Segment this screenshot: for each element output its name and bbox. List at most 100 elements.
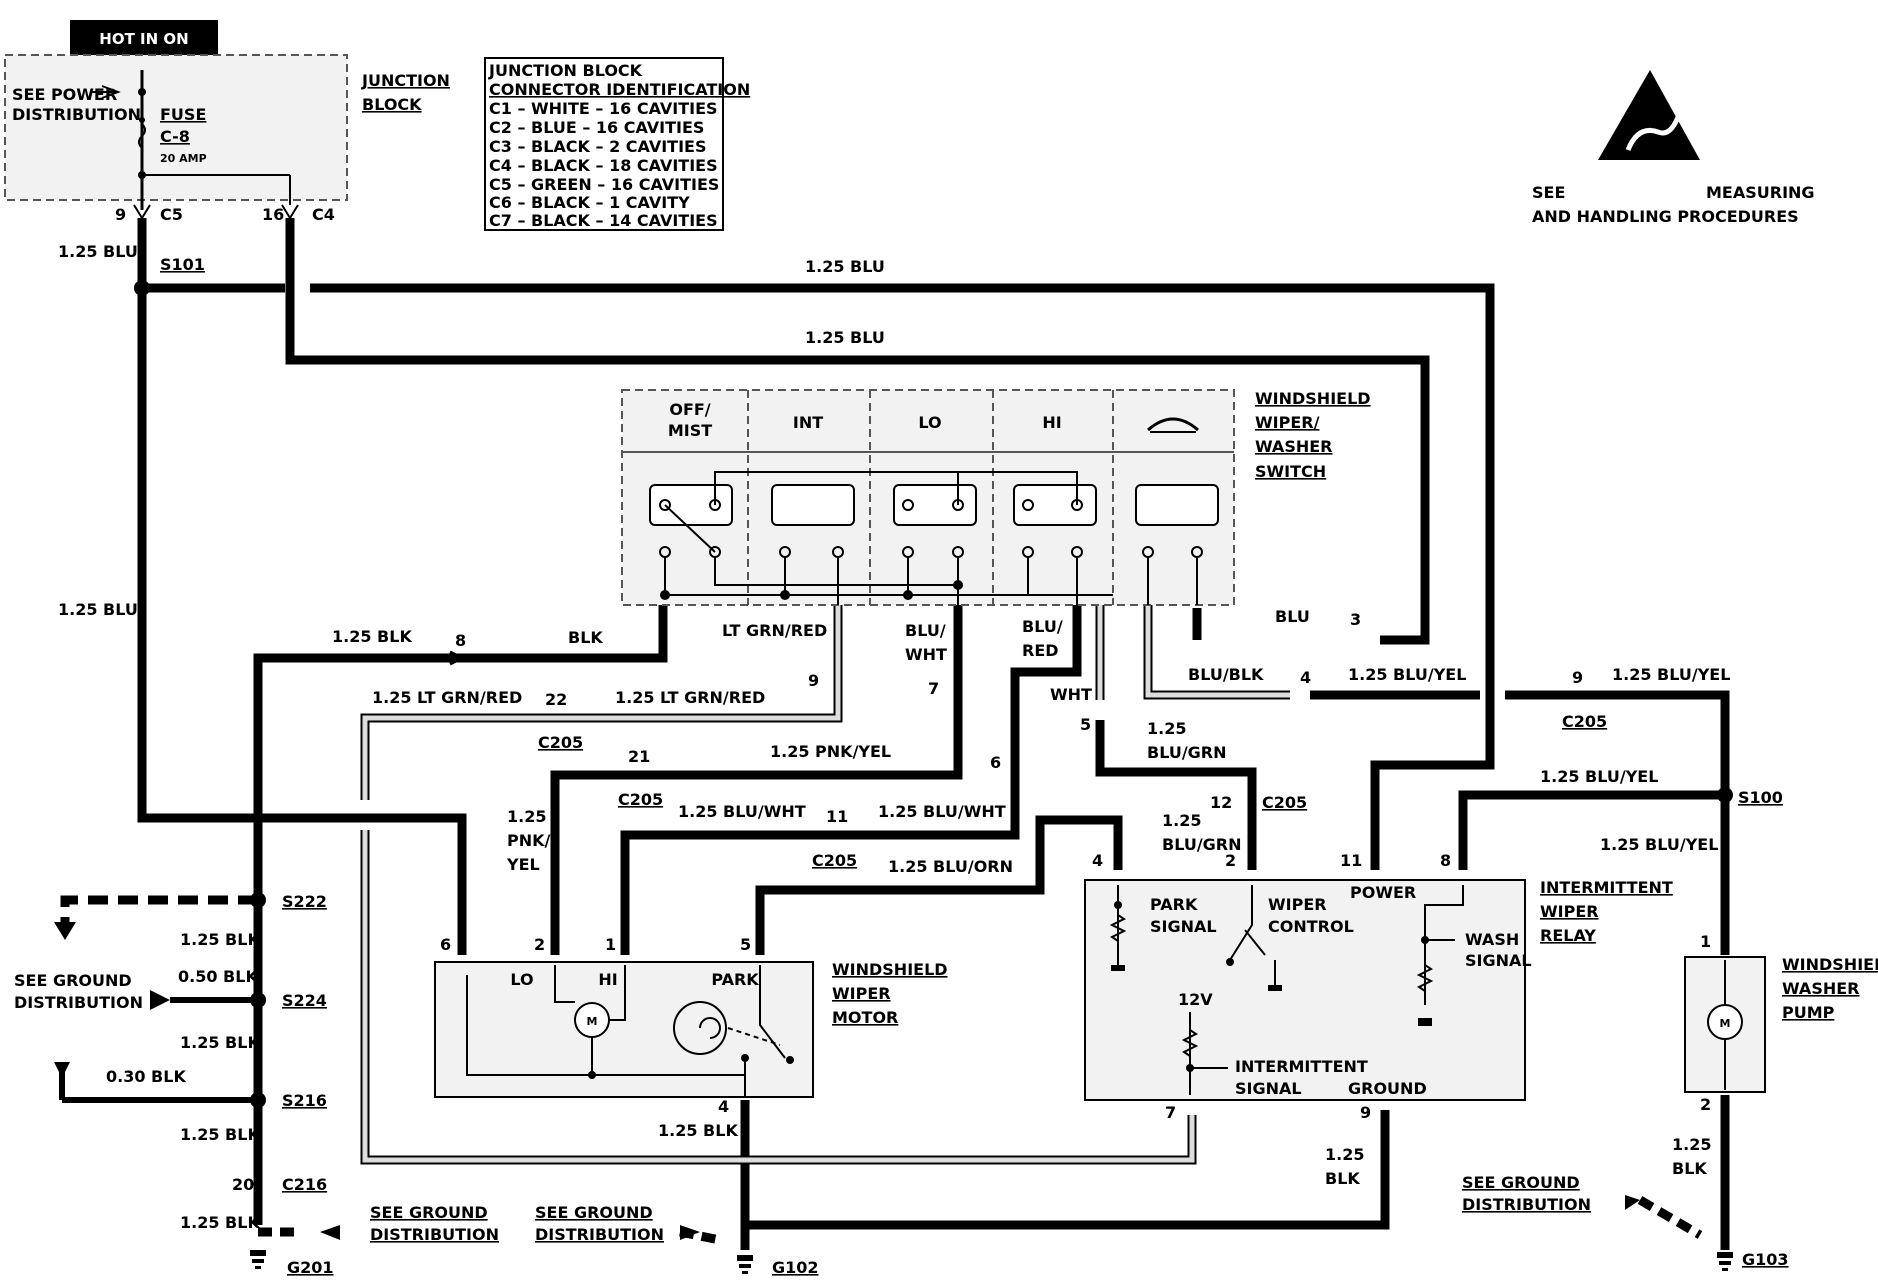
wire-label: BLU/GRN — [1162, 835, 1242, 854]
esd-warning-icon: SEE MEASURING AND HANDLING PROCEDURES — [1532, 70, 1815, 226]
see-ground-3b: DISTRIBUTION — [535, 1225, 664, 1244]
motor-pin-6: 6 — [440, 935, 451, 954]
ground-icon — [250, 1250, 1733, 1274]
wire-label: 1.25 BLU/YEL — [1612, 665, 1730, 684]
wire-label: 1.25 BLU/YEL — [1540, 767, 1658, 786]
esd-note-see: SEE — [1532, 183, 1565, 202]
connector-id-table: JUNCTION BLOCK CONNECTOR IDENTIFICATION … — [484, 57, 750, 231]
fuse-id: C-8 — [160, 127, 190, 146]
washer-icon — [1147, 417, 1199, 432]
wire-label: 1.25 — [507, 807, 546, 826]
switch-pos-mist: MIST — [668, 421, 712, 440]
motor-title: WINDSHIELD — [832, 960, 948, 979]
motor-park-label: PARK — [711, 970, 759, 989]
wire-label: 1.25 BLK — [180, 1033, 260, 1052]
pump-title-2: WASHER — [1782, 979, 1859, 998]
splice-s224: S224 — [282, 991, 327, 1010]
motor-pin-4: 4 — [718, 1097, 729, 1116]
connector-id-header-2: CONNECTOR IDENTIFICATION — [489, 80, 750, 99]
pin-9: 9 — [808, 671, 819, 690]
windshield-washer-pump: M WINDSHIELD WASHER PUMP — [1684, 955, 1878, 1093]
ground-g103: G103 — [1742, 1250, 1789, 1269]
relay-pin-8: 8 — [1440, 851, 1451, 870]
wire-label: BLU/GRN — [1147, 743, 1227, 762]
switch-title-3: WASHER — [1255, 437, 1332, 456]
windshield-wiper-washer-switch: OFF/ MIST INT LO HI — [621, 389, 1371, 606]
fuse-icon — [138, 123, 146, 149]
ground-g201: G201 — [287, 1258, 334, 1277]
wire-label: 1.25 BLU — [58, 600, 138, 619]
intermittent-wiper-relay: PARK SIGNAL WIPER CONTROL POWER WASH SIG… — [1084, 878, 1673, 1101]
pin-12: 12 — [1210, 793, 1232, 812]
relay-intermittent-signal: INTERMITTENT — [1235, 1057, 1368, 1076]
relay-park-signal: PARK — [1150, 895, 1198, 914]
wire-label: RED — [1022, 641, 1059, 660]
wire-label: 0.50 BLK — [178, 967, 258, 986]
switch-title: WINDSHIELD — [1255, 389, 1371, 408]
wire-label: 1.25 BLU/ORN — [888, 857, 1013, 876]
relay-wiper-control: WIPER — [1268, 895, 1327, 914]
wire-label: LT GRN/RED — [722, 621, 827, 640]
svg-text:M: M — [1720, 1017, 1731, 1030]
relay-wiper-control-2: CONTROL — [1268, 917, 1354, 936]
relay-power-label: POWER — [1350, 883, 1416, 902]
c4-pin: 16 — [262, 205, 284, 224]
switch-title-2: WIPER/ — [1255, 413, 1320, 432]
wire-label: 1.25 BLU/YEL — [1348, 665, 1466, 684]
relay-pin-2: 2 — [1225, 851, 1236, 870]
relay-pin-11: 11 — [1340, 851, 1362, 870]
c4-label: C4 — [312, 205, 335, 224]
see-power-label: SEE POWER — [12, 85, 117, 104]
relay-pin-4: 4 — [1092, 851, 1103, 870]
motor-title-2: WIPER — [832, 984, 891, 1003]
pin-3: 3 — [1350, 610, 1361, 629]
see-ground-4: SEE GROUND — [1462, 1173, 1580, 1192]
wire-label: 1.25 BLU — [58, 242, 138, 261]
see-ground-4b: DISTRIBUTION — [1462, 1195, 1591, 1214]
pump-title: WINDSHIELD — [1782, 955, 1878, 974]
wire-label: WHT — [905, 645, 947, 664]
wire-label: 1.25 — [1147, 719, 1186, 738]
see-ground-3: SEE GROUND — [535, 1203, 653, 1222]
connector-c205: C205 — [1562, 712, 1607, 731]
wire-labels: 1.25 BLU 1.25 BLU 1.25 BLU 1.25 BLU 1.25… — [58, 242, 1730, 1232]
relay-pin-9: 9 — [1360, 1103, 1371, 1122]
pin-22: 22 — [545, 690, 567, 709]
wire-label: 1.25 BLU/YEL — [1600, 835, 1718, 854]
relay-title-2: WIPER — [1540, 902, 1599, 921]
cam-icon — [673, 1001, 727, 1055]
svg-text:M: M — [587, 1015, 598, 1028]
splice-labels: S101 S100 S222 S224 S216 C216 C205 C205 … — [160, 255, 1789, 1277]
pin-8: 8 — [455, 631, 466, 650]
connector-row: C4 – BLACK – 18 CAVITIES — [489, 156, 718, 175]
connector-row: C2 – BLUE – 16 CAVITIES — [489, 118, 704, 137]
motor-pin-2: 2 — [534, 935, 545, 954]
splice-s100: S100 — [1738, 788, 1783, 807]
fuse-rating: 20 AMP — [160, 152, 207, 165]
pin-11: 11 — [826, 807, 848, 826]
wire-label: 1.25 BLK — [180, 1125, 260, 1144]
wire-label: 1.25 — [1672, 1135, 1711, 1154]
wires-striped — [360, 605, 1290, 1165]
wire-label: 1.25 PNK/YEL — [770, 742, 891, 761]
junction-block-title: JUNCTION — [361, 71, 450, 90]
splice-s222: S222 — [282, 892, 327, 911]
wire-label: 1.25 LT GRN/RED — [615, 688, 765, 707]
wire-label: WHT — [1050, 685, 1092, 704]
wire-label: 1.25 BLU — [805, 328, 885, 347]
wire-label: 1.25 BLK — [332, 627, 412, 646]
connector-id-header: JUNCTION BLOCK — [488, 61, 643, 80]
splice-s101: S101 — [160, 255, 205, 274]
wire-label: 1.25 — [1325, 1145, 1364, 1164]
relay-wash-signal: WASH — [1465, 930, 1519, 949]
relay-pin-7: 7 — [1165, 1103, 1176, 1122]
relay-title: INTERMITTENT — [1540, 878, 1673, 897]
see-ground-2: SEE GROUND — [370, 1203, 488, 1222]
see-ground-labels: SEE GROUND DISTRIBUTION SEE GROUND DISTR… — [14, 971, 1591, 1244]
switch-pos-off: OFF/ — [669, 400, 710, 419]
junction-block: SEE POWER DISTRIBUTION FUSE C-8 20 AMP J… — [4, 54, 450, 210]
ground-g102: G102 — [772, 1258, 819, 1277]
wire-label: 1.25 BLK — [180, 930, 260, 949]
relay-12v-label: 12V — [1178, 990, 1213, 1009]
wire-label: 0.30 BLK — [106, 1067, 186, 1086]
